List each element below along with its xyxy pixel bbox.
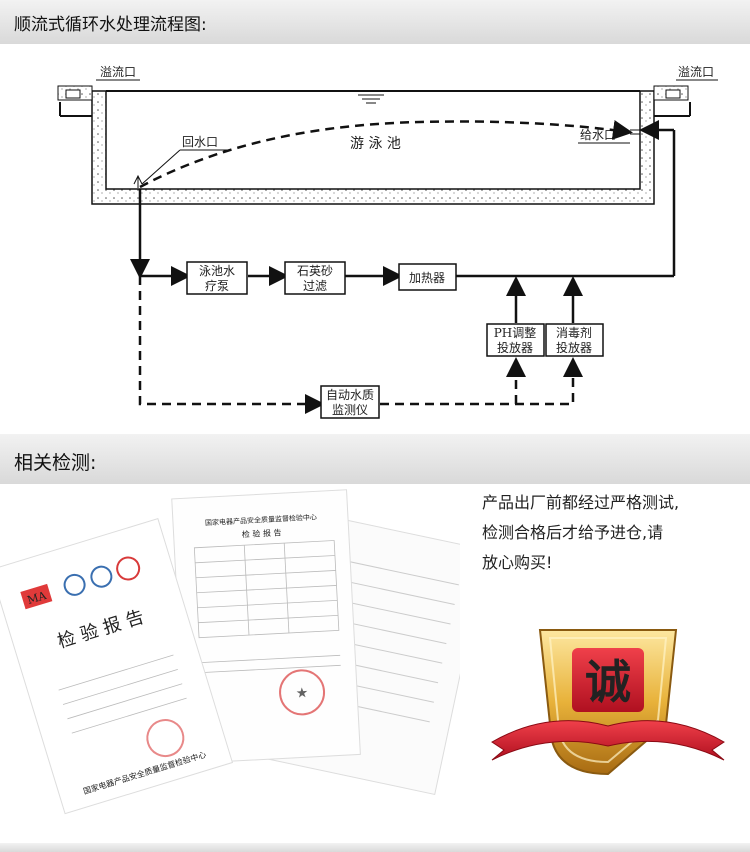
promo-text: 产品出厂前都经过严格测试, 检测合格后才给予进仓,请 放心购买! [482,488,732,578]
svg-text:石英砂: 石英砂 [297,264,333,278]
header-band-2 [0,434,750,484]
section-title-flowchart: 顺流式循环水处理流程图: [14,10,207,35]
svg-text:消毒剂: 消毒剂 [556,325,592,340]
label-overflow-right: 溢流口 [678,65,714,79]
svg-text:过滤: 过滤 [303,279,327,293]
svg-text:PH调整: PH调整 [494,325,537,340]
label-pool: 游 泳 池 [350,136,401,152]
flow-diagram: 溢流口 溢流口 回水口 给水口 游 泳 池 泳池水 疗泵 石英砂 过滤 加热器 … [0,44,750,434]
svg-text:★: ★ [295,685,308,702]
svg-text:监测仪: 监测仪 [332,403,368,417]
cert-report-heading: 检 验 报 告 [242,527,282,539]
label-return-inlet: 回水口 [182,135,218,149]
footer-band [0,843,750,852]
svg-text:投放器: 投放器 [556,340,592,355]
badge-char: 诚 [585,655,631,709]
svg-text:自动水质: 自动水质 [326,388,374,402]
svg-text:加热器: 加热器 [409,271,445,285]
label-overflow-left: 溢流口 [100,65,136,79]
section-title-testing: 相关检测: [14,448,96,475]
svg-text:泳池水: 泳池水 [199,264,235,278]
honesty-badge: 诚 [488,624,728,784]
certificates-image: 国家电器产品安全质量监督检验中心 检 验 报 告 ★ MA 检 验 报 告 国家… [0,484,460,844]
svg-text:疗泵: 疗泵 [205,279,229,293]
pool-flow-line [140,121,628,187]
svg-text:投放器: 投放器 [497,340,533,355]
